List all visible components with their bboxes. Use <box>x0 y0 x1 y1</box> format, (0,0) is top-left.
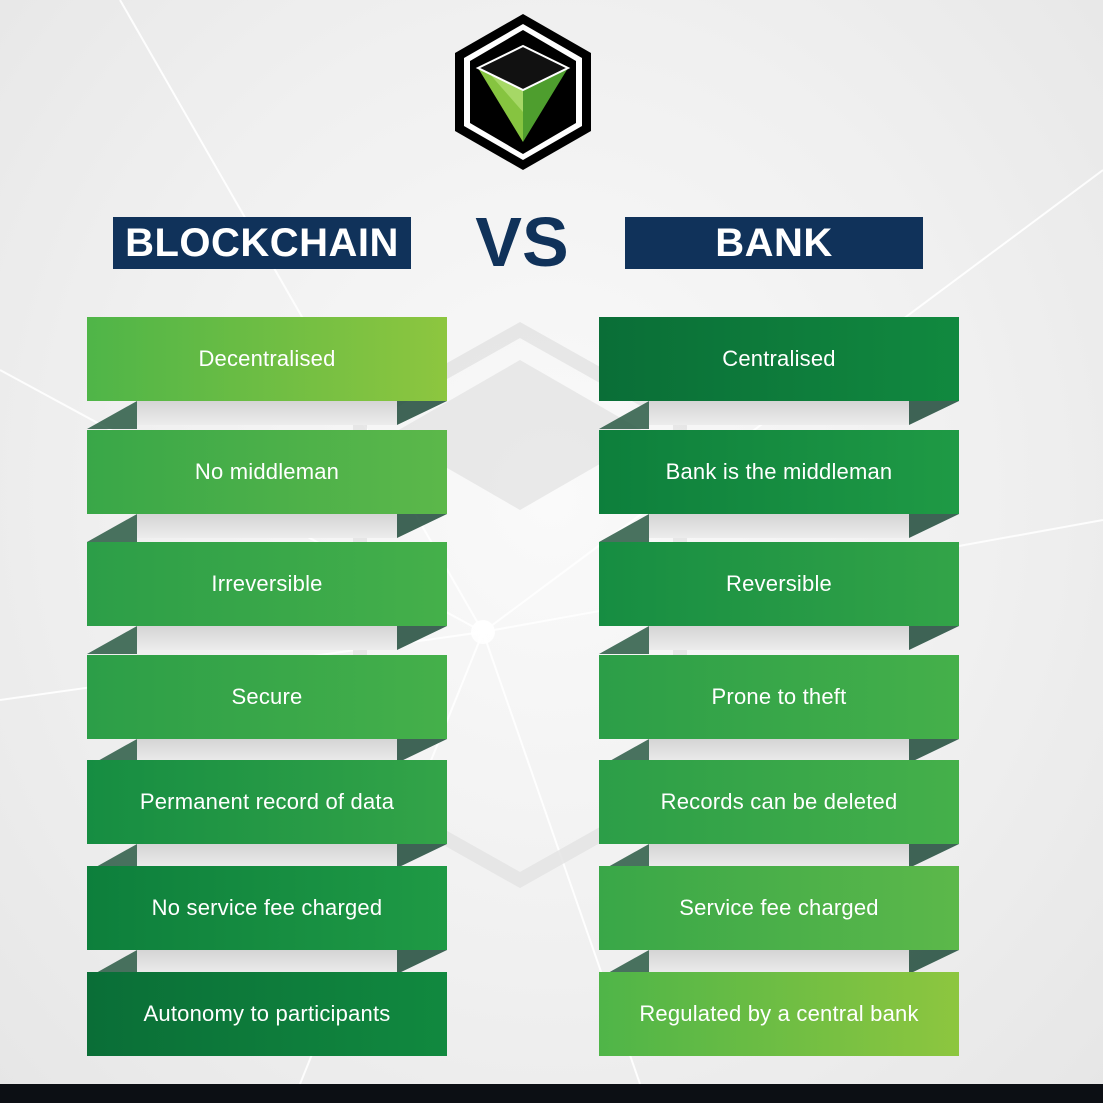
blockchain-ribbon-underside <box>137 844 397 868</box>
bank-ribbon-label: Prone to theft <box>599 655 959 739</box>
bank-title: BANK <box>625 217 923 269</box>
blockchain-ribbon-item: Permanent record of data <box>87 760 447 844</box>
blockchain-ribbon-label: Permanent record of data <box>87 760 447 844</box>
bank-ribbon-underside <box>649 401 909 425</box>
blockchain-ribbon-underside <box>137 514 397 538</box>
blockchain-ribbon-underside <box>137 626 397 650</box>
blockchain-ribbon-underside <box>137 950 397 974</box>
blockchain-ribbon-item: Irreversible <box>87 542 447 626</box>
blockchain-ribbon-item: Secure <box>87 655 447 739</box>
blockchain-ribbon-fold-right <box>397 739 447 763</box>
bank-ribbon-underside <box>649 626 909 650</box>
bank-ribbon-label: Service fee charged <box>599 866 959 950</box>
blockchain-ribbon-fold-left <box>87 401 137 429</box>
bank-ribbon-fold-right <box>909 514 959 538</box>
bank-ribbon-fold-left <box>599 401 649 429</box>
bank-ribbon-item: Regulated by a central bank <box>599 972 959 1056</box>
bank-ribbon-fold-left <box>599 514 649 542</box>
bank-ribbon-underside <box>649 950 909 974</box>
bank-ribbon-fold-right <box>909 739 959 763</box>
blockchain-ribbon-item: No service fee charged <box>87 866 447 950</box>
blockchain-ribbon-fold-right <box>397 950 447 974</box>
blockchain-ribbon-fold-left <box>87 626 137 654</box>
bank-ribbon-item: Bank is the middleman <box>599 430 959 514</box>
bank-ribbon-underside <box>649 844 909 868</box>
blockchain-ribbon-underside <box>137 401 397 425</box>
bottom-code-strip <box>0 1084 1103 1103</box>
blockchain-ribbon-item: No middleman <box>87 430 447 514</box>
bank-ribbon-item: Reversible <box>599 542 959 626</box>
blockchain-ribbon-label: Irreversible <box>87 542 447 626</box>
blockchain-ribbon-fold-right <box>397 626 447 650</box>
blockchain-ribbon-label: No middleman <box>87 430 447 514</box>
blockchain-ribbon-label: No service fee charged <box>87 866 447 950</box>
hexagon-cube-check-icon <box>455 14 591 170</box>
blockchain-ribbon-fold-right <box>397 844 447 868</box>
bank-ribbon-label: Centralised <box>599 317 959 401</box>
bank-ribbon-underside <box>649 739 909 763</box>
bank-ribbon-item: Service fee charged <box>599 866 959 950</box>
bank-ribbon-fold-right <box>909 844 959 868</box>
bank-ribbon-item: Records can be deleted <box>599 760 959 844</box>
blockchain-ribbon-fold-left <box>87 514 137 542</box>
blockchain-ribbon-fold-right <box>397 514 447 538</box>
bank-ribbon-label: Records can be deleted <box>599 760 959 844</box>
bank-ribbon-label: Bank is the middleman <box>599 430 959 514</box>
blockchain-ribbon-item: Autonomy to participants <box>87 972 447 1056</box>
bank-ribbon-fold-right <box>909 401 959 425</box>
bank-ribbon-item: Prone to theft <box>599 655 959 739</box>
bank-ribbon-underside <box>649 514 909 538</box>
bank-ribbon-item: Centralised <box>599 317 959 401</box>
vs-label: VS <box>475 203 569 281</box>
blockchain-ribbon-item: Decentralised <box>87 317 447 401</box>
bank-ribbon-label: Reversible <box>599 542 959 626</box>
blockchain-ribbon-fold-right <box>397 401 447 425</box>
bank-ribbon-fold-left <box>599 626 649 654</box>
blockchain-ribbon-label: Secure <box>87 655 447 739</box>
bank-ribbon-fold-right <box>909 950 959 974</box>
blockchain-ribbon-label: Autonomy to participants <box>87 972 447 1056</box>
bank-ribbon-fold-right <box>909 626 959 650</box>
blockchain-title: BLOCKCHAIN <box>113 217 411 269</box>
blockchain-ribbon-underside <box>137 739 397 763</box>
bank-ribbon-label: Regulated by a central bank <box>599 972 959 1056</box>
blockchain-ribbon-label: Decentralised <box>87 317 447 401</box>
